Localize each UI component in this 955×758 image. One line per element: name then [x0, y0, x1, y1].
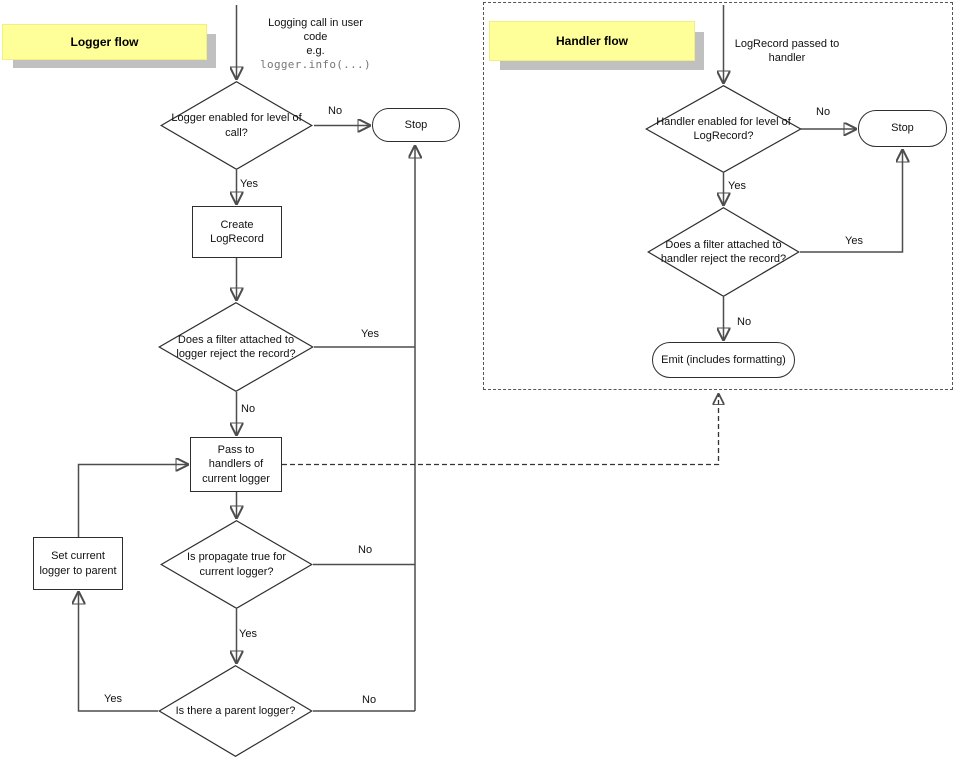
- edge-label-no: No: [328, 105, 343, 117]
- parent-logger-decision: Is there a parent logger?: [158, 665, 313, 757]
- logger-entry-code: logger.info(...): [260, 58, 371, 71]
- edge-label-no: No: [362, 694, 377, 706]
- logger-entry-line2: code: [303, 31, 328, 43]
- edge-pass-to-handler-flow: [282, 395, 719, 466]
- edge-label-no: No: [737, 316, 752, 328]
- node-label: Does a filter attached to handler reject…: [660, 238, 787, 265]
- edge-label-yes: Yes: [240, 178, 258, 190]
- pass-to-handlers-step: Pass to handlers of current logger: [190, 437, 282, 492]
- logger-entry-line3: e.g.: [306, 45, 325, 57]
- edge-parent-yes-to-setparent: [79, 593, 158, 712]
- node-label: Stop: [404, 118, 428, 131]
- set-current-logger-step: Set current logger to parent: [33, 537, 123, 590]
- edge-label-yes: Yes: [104, 693, 122, 705]
- node-label: Logger enabled for level of call?: [171, 112, 302, 139]
- logger-entry-label: Logging call in user code e.g. logger.in…: [243, 16, 388, 72]
- logger-flow-title: Logger flow: [2, 24, 207, 60]
- node-label: Stop: [891, 122, 914, 135]
- edge-label-yes: Yes: [239, 628, 257, 640]
- node-label: Create LogRecord: [210, 218, 264, 245]
- handler-flow-title: Handler flow: [489, 21, 695, 61]
- edge-label-no: No: [241, 403, 256, 415]
- logger-entry-line1: Logging call in user: [268, 17, 363, 29]
- edge-label-no: No: [816, 106, 831, 118]
- handler-entry-text: LogRecord passed to handler: [734, 38, 840, 64]
- handler-flow-title-text: Handler flow: [555, 34, 628, 48]
- handler-flow-panel: [483, 2, 953, 390]
- edge-label-yes: Yes: [728, 180, 746, 192]
- handler-filter-decision: Does a filter attached to handler reject…: [647, 207, 800, 297]
- handler-stop-terminal: Stop: [858, 110, 947, 147]
- emit-terminal: Emit (includes formatting): [652, 342, 795, 378]
- handler-entry-label: LogRecord passed to handler: [722, 37, 852, 65]
- logger-stop-terminal: Stop: [372, 108, 460, 142]
- logger-filter-decision: Does a filter attached to logger reject …: [158, 302, 314, 392]
- node-label: Is propagate true for current logger?: [186, 551, 287, 578]
- node-label: Handler enabled for level of LogRecord?: [656, 115, 791, 142]
- edge-label-yes: Yes: [361, 328, 379, 340]
- node-label: Is there a parent logger?: [175, 704, 296, 717]
- node-label: Pass to handlers of current logger: [202, 444, 270, 485]
- edge-setparent-to-pass: [77, 465, 188, 537]
- edge-label-yes: Yes: [845, 235, 863, 247]
- create-logrecord-step: Create LogRecord: [192, 206, 282, 258]
- propagate-decision: Is propagate true for current logger?: [160, 520, 313, 609]
- node-label: Set current logger to parent: [39, 550, 117, 577]
- edge-label-no: No: [358, 544, 373, 556]
- handler-level-decision: Handler enabled for level of LogRecord?: [645, 85, 802, 173]
- logger-flow-title-text: Logger flow: [70, 35, 139, 49]
- node-label: Does a filter attached to logger reject …: [176, 333, 296, 360]
- node-label: Emit (includes formatting): [661, 353, 786, 366]
- edge-hfilter-yes-to-stop: [800, 151, 903, 253]
- logger-level-decision: Logger enabled for level of call?: [160, 81, 313, 170]
